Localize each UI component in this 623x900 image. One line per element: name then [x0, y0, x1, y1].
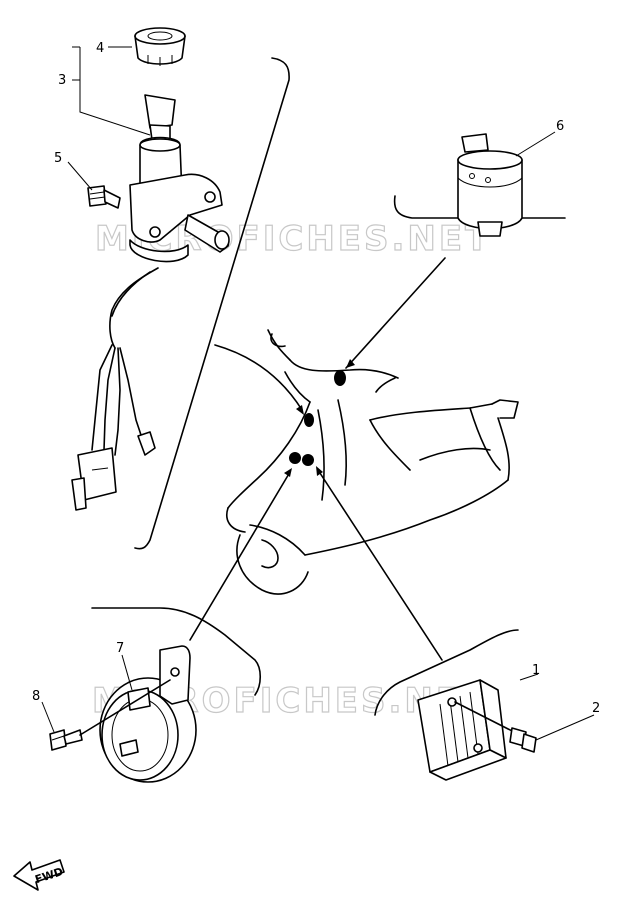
fwd-arrow-icon: FWD — [13, 859, 65, 891]
scooter-silhouette — [226, 329, 519, 595]
key-cap-part — [134, 27, 186, 66]
callout-labels: 4 3 5 6 7 8 1 2 — [32, 41, 600, 716]
callout-6: 6 — [556, 119, 564, 134]
horn-part-7 — [99, 645, 197, 783]
panel-outline-rectifier — [374, 629, 519, 716]
panel-outline-ignition — [134, 57, 290, 550]
leader-lines — [189, 257, 446, 661]
panel-outline-horn — [91, 607, 262, 696]
bolt-part-2 — [509, 727, 537, 753]
panel-outline-relay — [393, 195, 566, 219]
screw-part-8 — [49, 679, 171, 751]
ignition-switch-part — [71, 94, 230, 511]
callout-1: 1 — [532, 663, 540, 678]
callout-4: 4 — [96, 41, 104, 56]
screw-part-5 — [87, 185, 121, 209]
callout-7: 7 — [116, 641, 124, 656]
relay-part-6 — [457, 133, 523, 237]
callout-2: 2 — [592, 701, 600, 716]
callout-3: 3 — [58, 73, 66, 88]
callout-8: 8 — [32, 689, 40, 704]
rectifier-part-1 — [417, 679, 521, 781]
callout-leaders — [41, 46, 595, 741]
callout-5: 5 — [54, 151, 62, 166]
